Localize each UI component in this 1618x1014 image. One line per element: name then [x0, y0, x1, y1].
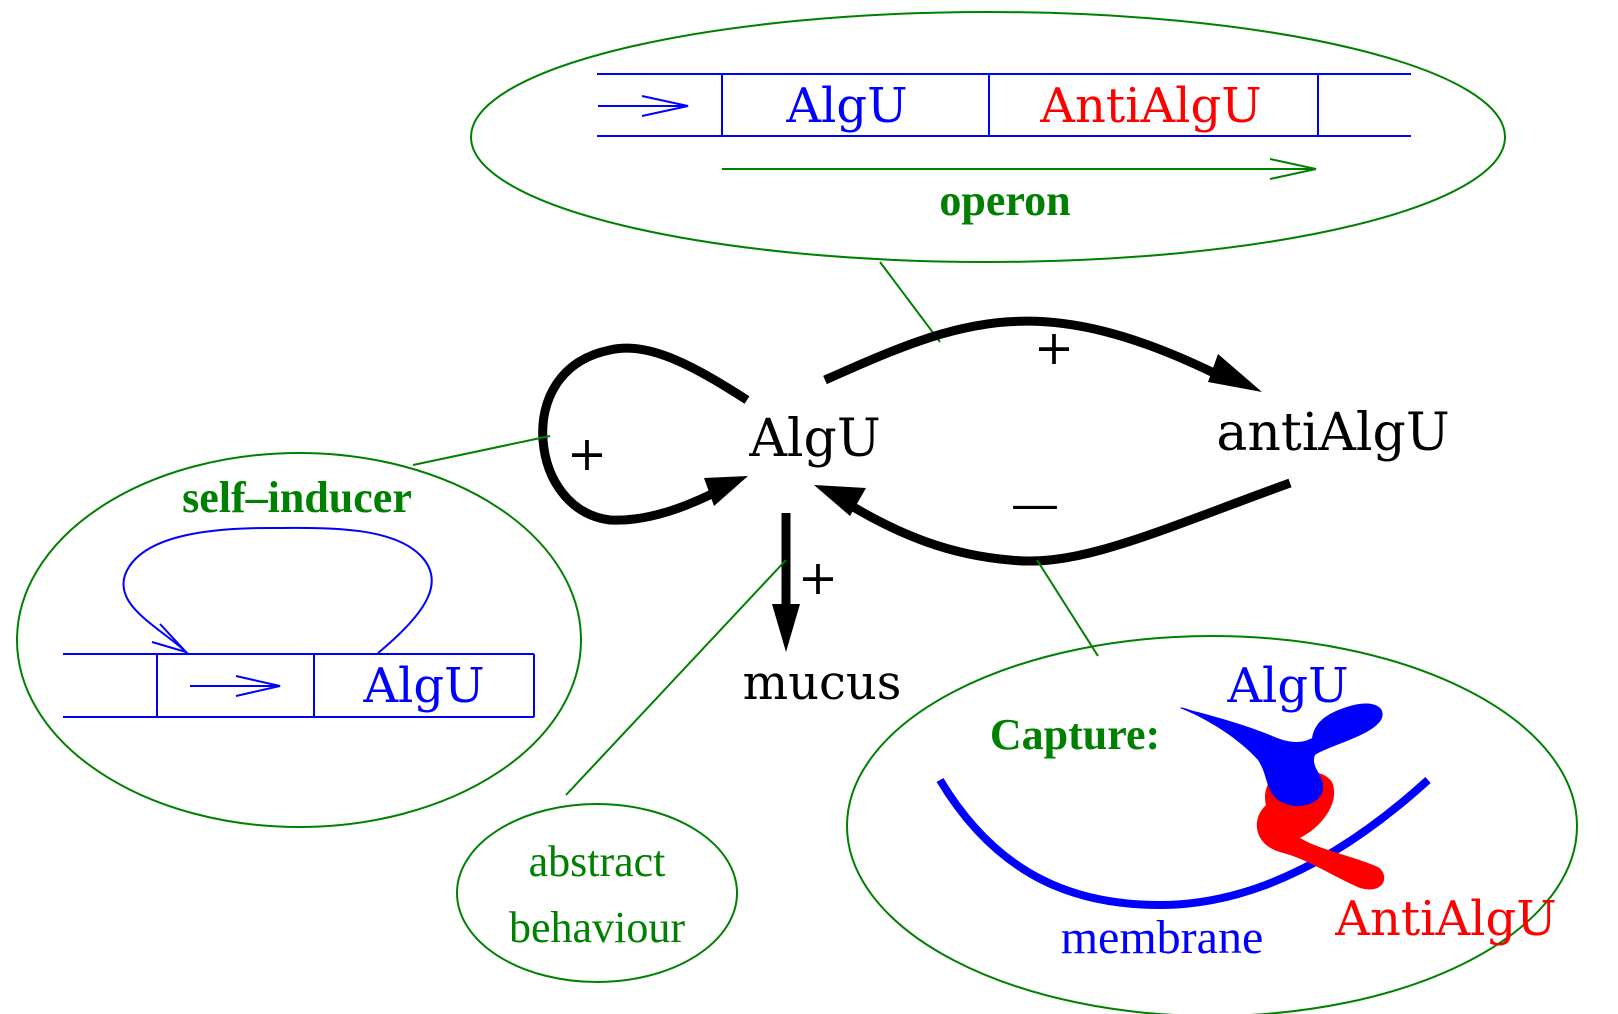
- capture-connector: [1036, 559, 1099, 657]
- sign-inhibition: —: [1011, 476, 1059, 532]
- abstract-line-2: behaviour: [509, 903, 685, 952]
- membrane-arc: [936, 777, 1431, 910]
- self-inducer-loop: [122, 526, 433, 654]
- capture-group: Capture: AlgU membrane AntiAlgU: [846, 635, 1578, 1014]
- sign-activation: +: [1034, 320, 1074, 376]
- operon-group: AlgU AntiAlgU operon: [470, 11, 1506, 263]
- algu-protein-shape: [1180, 703, 1383, 807]
- abstract-group: abstract behaviour: [456, 803, 738, 983]
- sign-self: +: [567, 426, 607, 482]
- capture-algu-label: AlgU: [1226, 658, 1348, 714]
- node-algu: AlgU: [748, 409, 880, 469]
- self-inducer-group: self–inducer AlgU: [16, 452, 582, 828]
- capture-antialgu-label: AntiAlgU: [1334, 891, 1556, 947]
- self-inducer-ellipse: [16, 452, 582, 828]
- capture-ellipse: [846, 635, 1578, 1014]
- self-inducer-promoter-arrow-icon: [190, 675, 281, 697]
- self-inducer-loop-head-icon: [151, 623, 190, 654]
- sign-mucus: +: [798, 550, 838, 606]
- inhibition-arrowhead: [814, 485, 866, 516]
- membrane-label: membrane: [1061, 911, 1264, 964]
- operon-promoter-arrow-icon: [598, 95, 689, 117]
- operon-ellipse: [470, 11, 1506, 263]
- mucus-arrowhead: [772, 604, 800, 652]
- activation-arrow: [823, 316, 1231, 385]
- self-inducer-connector: [412, 435, 551, 466]
- self-loop-arrow: [538, 343, 750, 525]
- operon-connector: [879, 261, 941, 343]
- operon-label: operon: [939, 176, 1070, 225]
- activation-arrowhead: [1208, 354, 1262, 392]
- abstract-connector: [565, 559, 787, 796]
- inhibition-arrow: [847, 478, 1292, 566]
- network-group: AlgU antiAlgU mucus + — + +: [538, 316, 1450, 711]
- self-inducer-label: self–inducer: [182, 473, 412, 522]
- abstract-ellipse: [456, 803, 738, 983]
- abstract-line-1: abstract: [529, 837, 666, 886]
- capture-label: Capture:: [990, 710, 1160, 759]
- node-antialgu: antiAlgU: [1216, 403, 1449, 463]
- operon-gene-algu: AlgU: [785, 78, 907, 134]
- self-loop-arrowhead: [704, 476, 748, 506]
- operon-gene-antialgu: AntiAlgU: [1039, 78, 1261, 134]
- self-inducer-gene: AlgU: [362, 658, 484, 714]
- node-mucus: mucus: [743, 655, 902, 711]
- operon-transcription-arrow-icon: [722, 158, 1317, 180]
